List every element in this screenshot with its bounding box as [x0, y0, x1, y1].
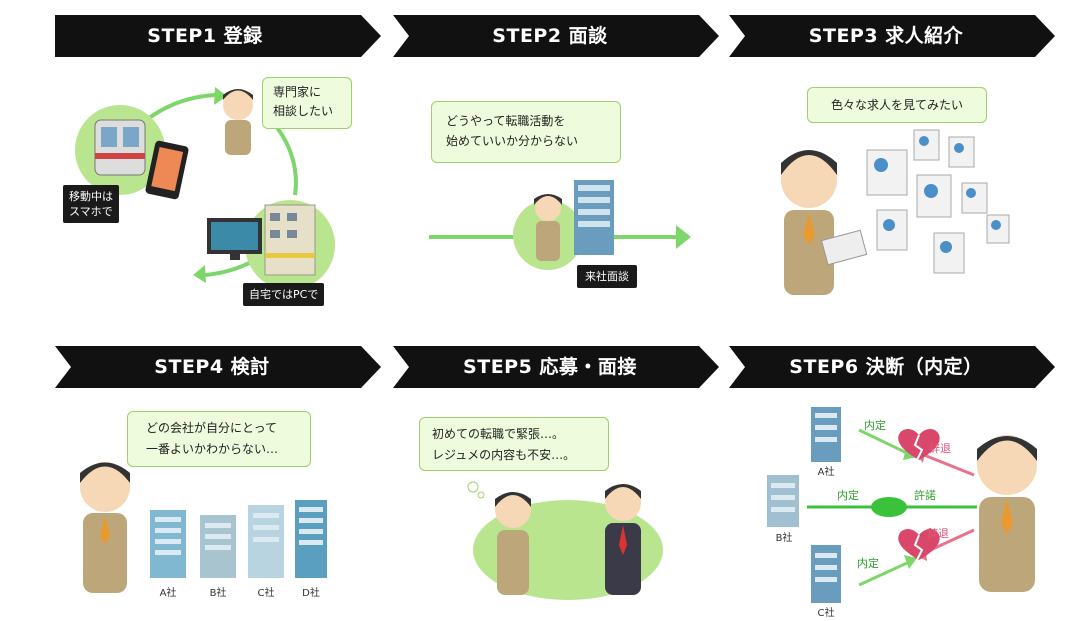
step4-bubble: どの会社が自分にとって 一番よいかわからない… [127, 411, 311, 467]
step6-company-b: B社 [775, 533, 793, 544]
step5-bubble-line2: レジュメの内容も不安…。 [432, 448, 576, 462]
step2-bubble-line2: 始めていいか分からない [446, 134, 579, 148]
step1-banner: STEP1 登録 [55, 15, 381, 57]
step4-company-b: B社 [209, 588, 227, 599]
step3-banner: STEP3 求人紹介 [729, 15, 1055, 57]
step5-title: STEP5 応募・面接 [463, 356, 637, 378]
step6-decline-c: 辞退 [927, 527, 949, 540]
step4-company-d: D社 [302, 588, 320, 599]
step4-title: STEP4 検討 [154, 356, 270, 378]
step3-title: STEP3 求人紹介 [808, 25, 964, 47]
step4-illustration [80, 462, 327, 593]
step4-bubble-line2: 一番よいかわからない… [146, 442, 279, 456]
step1-bubble-line2: 相談したい [273, 104, 334, 118]
step6-decline-a: 辞退 [929, 442, 951, 455]
step1-mobile-line1: 移動中は [69, 190, 113, 203]
step4-bubble-line1: どの会社が自分にとって [146, 421, 278, 435]
step2-title: STEP2 面談 [492, 25, 608, 47]
step1-home-label: 自宅ではPCで [243, 283, 325, 306]
step2-bubble: どうやって転職活動を 始めていいか分からない [431, 101, 621, 163]
step4-panel: どの会社が自分にとって 一番よいかわからない… A社 B社 C社 D社 [55, 395, 385, 621]
step3-panel: 色々な求人を見てみたい [729, 65, 1059, 315]
step5-bubble-line1: 初めての転職で緊張…。 [432, 427, 565, 441]
step6-accept-b: 許諾 [914, 489, 936, 502]
step5-bubble: 初めての転職で緊張…。 レジュメの内容も不安…。 [419, 417, 609, 471]
step6-panel: A社 B社 C社 内定 内定 内定 辞退 許諾 辞退 [729, 395, 1059, 621]
step1-bubble: 専門家に 相談したい [262, 77, 352, 129]
step4-company-c: C社 [257, 588, 275, 599]
step4-company-a: A社 [159, 588, 177, 599]
step5-illustration [467, 481, 663, 600]
step4-banner: STEP4 検討 [55, 346, 381, 388]
step5-panel: 初めての転職で緊張…。 レジュメの内容も不安…。 [393, 395, 723, 621]
step1-bubble-line1: 専門家に [273, 85, 322, 99]
step6-company-c: C社 [817, 608, 835, 619]
step1-title: STEP1 登録 [147, 25, 263, 47]
step1-mobile-line2: スマホで [69, 205, 113, 218]
step1-illustration [75, 87, 335, 290]
step6-offer-c: 内定 [857, 557, 879, 570]
step6-offer-a: 内定 [864, 419, 886, 432]
step2-visit-label: 来社面談 [577, 265, 637, 288]
step6-banner: STEP6 決断（内定） [729, 346, 1055, 388]
step3-illustration [781, 129, 1010, 295]
step6-illustration [767, 407, 1037, 603]
step1-panel: 専門家に 相談したい 移動中は スマホで 自宅ではPCで [55, 65, 385, 315]
step5-banner: STEP5 応募・面接 [393, 346, 719, 388]
step2-panel: どうやって転職活動を 始めていいか分からない 来社面談 [393, 65, 723, 315]
step6-title: STEP6 決断（内定） [789, 356, 983, 378]
step6-offer-b: 内定 [837, 489, 859, 502]
step6-company-a: A社 [817, 467, 835, 478]
step2-banner: STEP2 面談 [393, 15, 719, 57]
step2-bubble-line1: どうやって転職活動を [446, 114, 566, 128]
step1-mobile-label: 移動中は スマホで [63, 185, 119, 223]
step3-bubble: 色々な求人を見てみたい [807, 87, 987, 123]
step2-illustration [429, 180, 691, 270]
